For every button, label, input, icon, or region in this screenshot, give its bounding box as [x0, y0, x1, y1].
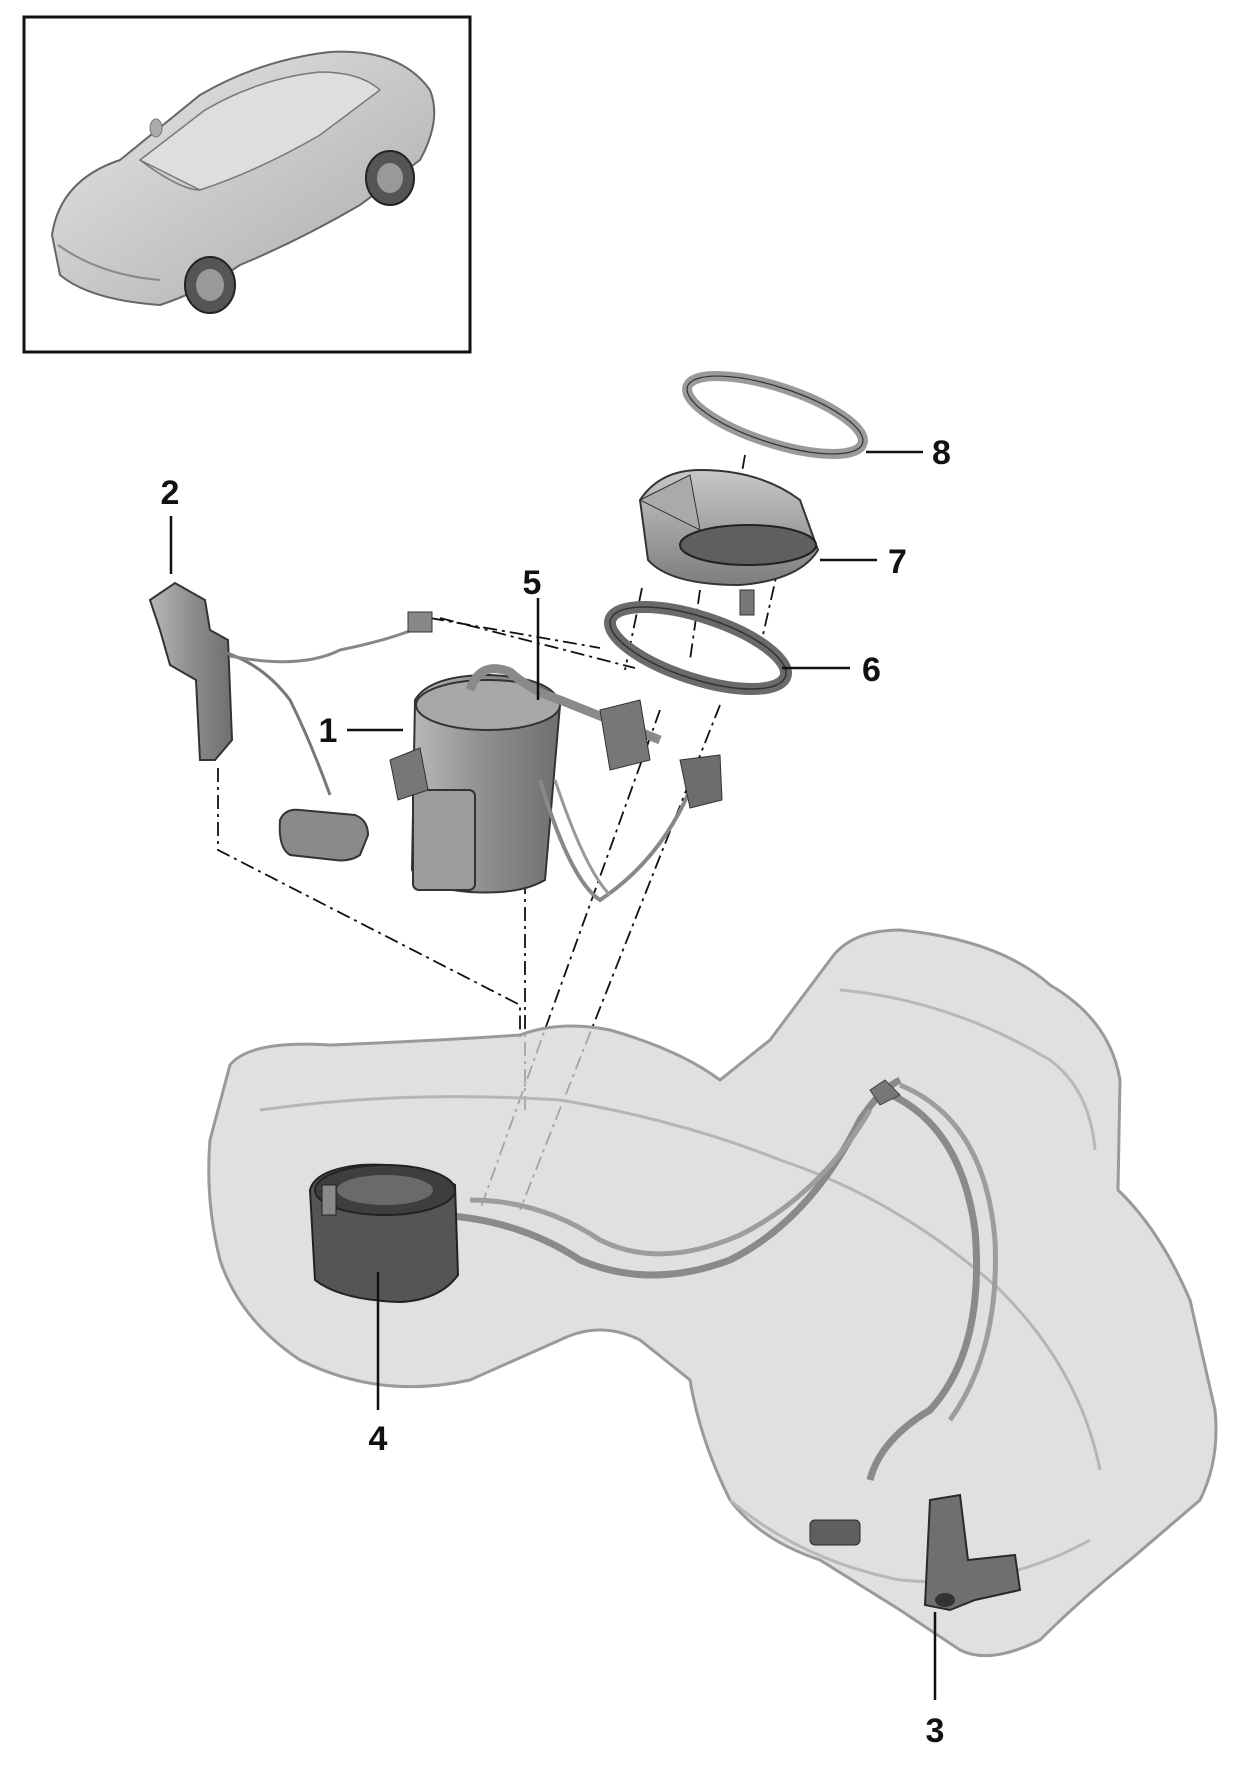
callout-2: 2 — [161, 474, 180, 512]
part-2-level-sender — [148, 581, 433, 862]
part-4-retainer — [308, 1163, 460, 1304]
callout-8: 8 — [932, 434, 951, 472]
callout-4: 4 — [369, 1420, 388, 1458]
car-overview-inset — [22, 15, 472, 354]
part-1-pump-module — [389, 664, 723, 903]
callout-6: 6 — [862, 651, 881, 689]
part-8-locking-ring — [682, 371, 868, 459]
callout-labels: 1 2 3 4 5 6 7 8 — [161, 434, 951, 1750]
part-3-bracket — [809, 1493, 1022, 1612]
callout-7: 7 — [888, 543, 907, 581]
callout-5: 5 — [523, 564, 542, 602]
part-6-seal-ring — [603, 601, 793, 695]
fuel-tank — [207, 928, 1218, 1658]
callout-1: 1 — [319, 712, 338, 750]
part-7-flange — [638, 468, 820, 616]
callout-leaders — [169, 450, 937, 1700]
callout-3: 3 — [926, 1712, 945, 1750]
car-overview-icon — [50, 50, 436, 314]
